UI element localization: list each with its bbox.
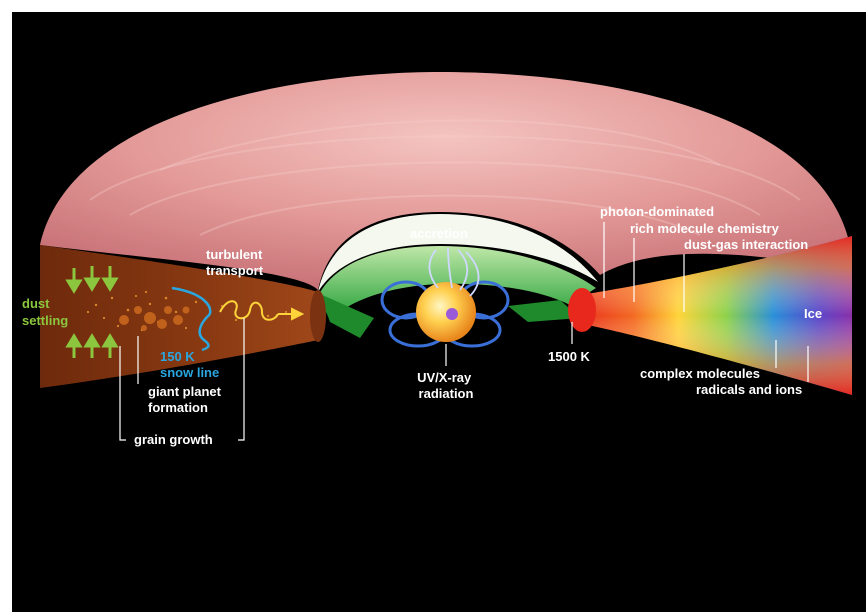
settling-arrows-icon: [65, 266, 119, 358]
inner-green-wedge-right: [508, 300, 580, 322]
inner-green-disk: [318, 246, 596, 320]
inner-green-wedge: [320, 294, 374, 338]
hot-spot: [446, 308, 458, 320]
label-grain-growth: grain growth: [134, 432, 213, 447]
inner-rim: [318, 214, 598, 292]
label-snow-line: snow line: [160, 365, 219, 380]
snow-line-curve: [171, 286, 212, 352]
star: [416, 282, 476, 342]
cross-section-edge: [310, 290, 326, 342]
leader-lines: [119, 222, 809, 441]
disk-texture: [89, 119, 801, 236]
label-ice: Ice: [804, 306, 822, 321]
label-1500k: 1500 K: [548, 349, 591, 364]
label-snow-line-temp: 150 K: [160, 349, 195, 364]
planetesimals: [119, 306, 190, 331]
label-dust-settling: dust settling: [22, 296, 68, 328]
turbulence-icon: [219, 300, 305, 321]
hot-inner-edge: [568, 288, 596, 332]
label-photon-dominated: photon-dominated: [600, 204, 714, 219]
label-complex-molecules: complex molecules: [640, 366, 760, 381]
accretion-streams-icon: [428, 247, 480, 297]
label-radicals-and-ions: radicals and ions: [696, 382, 802, 397]
label-uv-xray-radiation: UV/X-ray radiation: [417, 370, 475, 401]
label-giant-planet-formation: giant planet formation: [148, 384, 225, 415]
label-rich-molecule-chemistry: rich molecule chemistry: [630, 221, 780, 236]
disk-surface: [40, 72, 850, 290]
chemistry-layer-overlay: [572, 236, 852, 395]
label-accretion: accretion: [410, 226, 468, 241]
label-turbulent-transport: turbulent transport: [206, 247, 266, 278]
label-dust-gas-interaction: dust-gas interaction: [684, 237, 808, 252]
